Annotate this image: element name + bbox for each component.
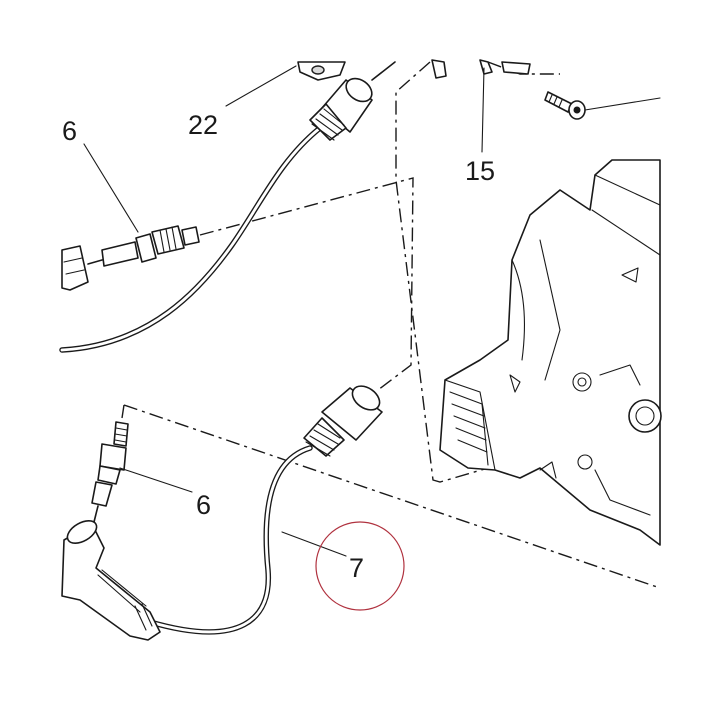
callout-7: 7 [349,553,364,583]
lower-spark-plug-6 [91,421,129,523]
callout-6-upper: 6 [62,116,77,146]
upper-spark-plug-6 [61,225,200,291]
callout-15: 15 [465,156,495,186]
lower-ignition-lead-7 [61,385,383,641]
coil-connector-22 [297,61,346,81]
screw-15 [431,59,661,120]
engine-housing [439,159,662,546]
highlight-circle [315,521,405,611]
leader-lines [83,65,485,557]
callout-22: 22 [188,110,218,140]
callout-6-lower: 6 [196,490,211,520]
upper-ignition-lead [59,61,396,353]
